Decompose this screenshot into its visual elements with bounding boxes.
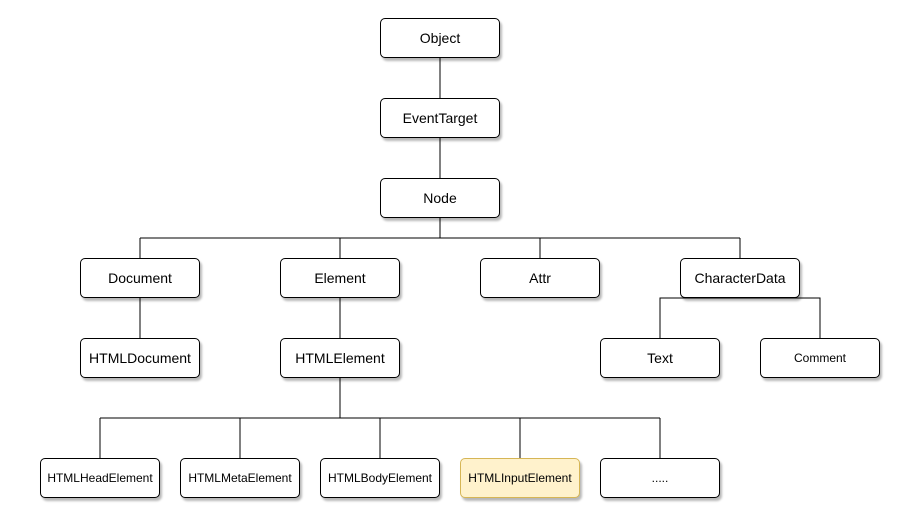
node-htmlinputelement: HTMLInputElement <box>460 458 580 498</box>
node-characterdata: CharacterData <box>680 258 800 298</box>
node-comment: Comment <box>760 338 880 378</box>
edge-htmlelement-children <box>99 378 661 458</box>
node-eventtarget: EventTarget <box>380 98 500 138</box>
node-htmldocument: HTMLDocument <box>80 338 200 378</box>
node-element: Element <box>280 258 400 298</box>
edge-characterdata-children <box>659 297 821 338</box>
node-htmlheadelement: HTMLHeadElement <box>40 458 160 498</box>
node-attr: Attr <box>480 258 600 298</box>
node-document: Document <box>80 258 200 298</box>
node-node: Node <box>380 178 500 218</box>
edge-node-children <box>139 218 741 258</box>
node-htmlelement: HTMLElement <box>280 338 400 378</box>
node-htmlbodyelement: HTMLBodyElement <box>320 458 440 498</box>
node-htmlmetaelement: HTMLMetaElement <box>180 458 300 498</box>
node-more-ellipsis: ..... <box>600 458 720 498</box>
node-text: Text <box>600 338 720 378</box>
node-object: Object <box>380 18 500 58</box>
